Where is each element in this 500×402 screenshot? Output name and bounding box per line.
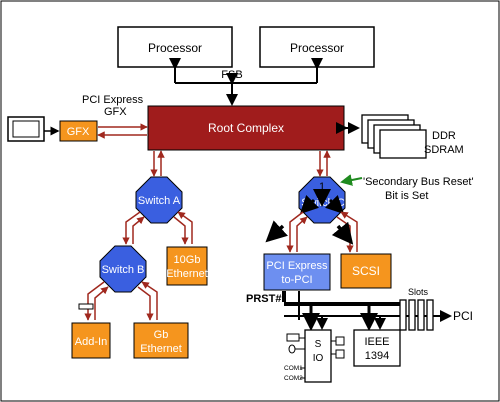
reset-propagation-arrows [265,220,354,245]
gb-ethernet-box: Gb Ethernet [133,322,189,359]
ddr-label-line1: DDR [432,130,456,142]
slots-label: Slots [408,287,429,297]
processor-left-label: Processor [148,41,202,55]
pcie-gfx-label-line2: GFX [104,106,127,118]
mouse-icon [288,344,296,354]
pcie-to-pci-bridge: PCI Express to-PCI [263,253,331,291]
switch-a: Switch A [135,176,183,224]
gb-ethernet-line1: Gb [154,329,169,341]
processor-left-box: Processor [117,26,233,68]
secondary-bus-reset-line2: Bit is Set [385,190,428,202]
switch-a-10gb-link [173,211,193,245]
pci-label: PCI [453,309,473,323]
ieee-line2: 1394 [365,350,389,362]
printer-icon [335,349,345,359]
floppy-icon [335,336,345,346]
monitor-icon [7,116,60,142]
pcie-gfx-label-line1: PCI Express [82,94,144,106]
switch-a-label: Switch A [138,195,181,207]
root-complex: Root Complex [147,105,345,151]
sio-io-label: IO [313,353,324,364]
pci-slots [399,299,434,331]
ieee-line1: IEEE [364,336,389,348]
switch-b-addin-link [84,281,109,321]
prst-label: PRST# [246,293,281,305]
switch-b-gb-ethernet-link [137,281,158,321]
scsi-label: SCSI [352,264,380,278]
sio-peripheral-icons [286,333,345,379]
switch-c-marker: 1 [319,181,325,193]
fsb-label: FSB [221,69,242,81]
switch-b: Switch B [99,245,147,293]
ddr-label-line2: SDRAM [424,144,464,156]
pcie-to-pci-line2: to-PCI [281,274,312,286]
com1-label: COM1 [284,365,303,372]
root-switch-a-link [150,150,165,177]
fsb-bus [169,58,323,106]
ieee-1394-box: IEEE 1394 [353,329,401,367]
switch-a-switch-b-link [122,211,145,245]
ethernet-10gb-box: 10Gb Ethernet [166,246,208,286]
super-io-box: S IO [304,329,332,383]
root-complex-label: Root Complex [208,121,284,135]
processor-right-box: Processor [259,26,375,68]
gfx-box: GFX [59,120,98,142]
com2-label: COM2 [284,375,303,382]
ethernet-10gb-line2: Ethernet [166,268,208,280]
sio-s-label: S [315,339,322,350]
gb-ethernet-line2: Ethernet [140,343,182,355]
root-switch-c-link [316,150,331,177]
green-reset-arrow [340,174,363,186]
switch-c-reset-arrows [299,189,345,215]
secondary-bus-reset-line1: 'Secondary Bus Reset' [363,176,474,188]
addin-box: Add-In [71,322,111,359]
processor-right-label: Processor [290,41,344,55]
gfx-root-link [97,123,148,139]
pcie-to-pci-line1: PCI Express [266,260,328,272]
switch-c-pcie-bridge-link [286,211,308,253]
gfx-label: GFX [67,126,90,138]
addin-label: Add-In [75,336,107,348]
ddr-sdram-stack [336,114,427,159]
scsi-box: SCSI [340,253,392,289]
pci-device-drops [302,304,386,331]
switch-b-label: Switch B [102,264,145,276]
keyboard-icon [286,333,300,342]
addin-slot-marker [78,303,94,310]
ethernet-10gb-line1: 10Gb [174,254,201,266]
